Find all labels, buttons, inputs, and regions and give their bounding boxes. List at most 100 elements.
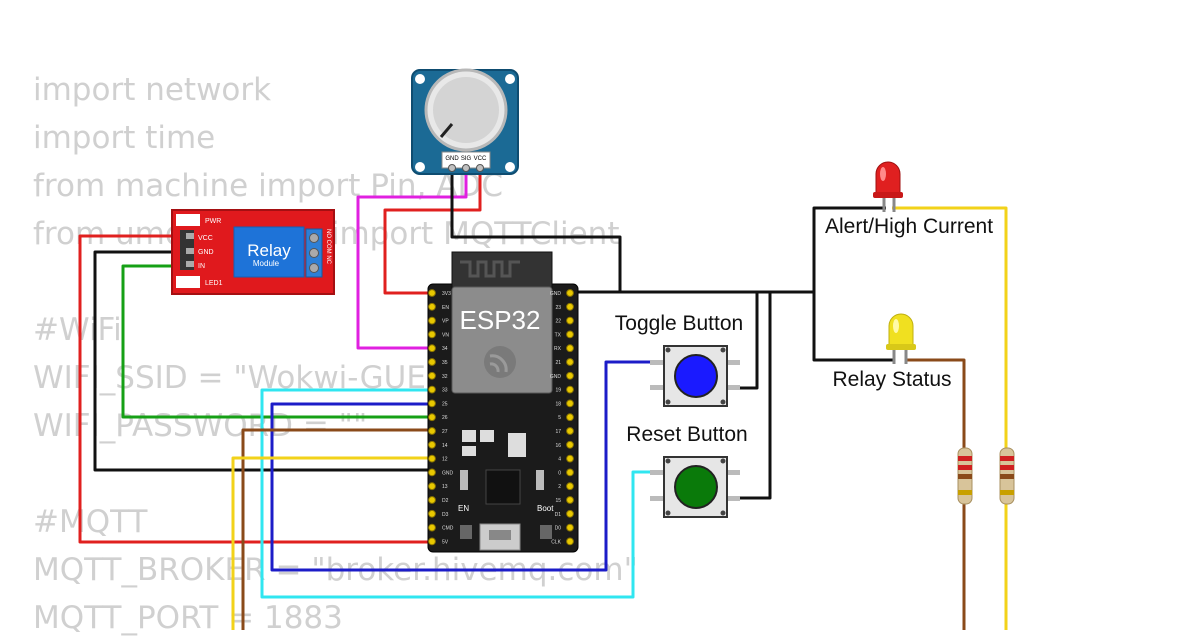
esp32-pin-right[interactable] [566, 454, 574, 463]
wire-yellow-red-led[interactable] [231, 456, 432, 630]
esp32-pin-right[interactable] [566, 468, 574, 477]
esp32-pin-left[interactable] [428, 454, 436, 463]
esp32-pin-left[interactable] [428, 330, 436, 339]
toggle-button[interactable] [650, 345, 740, 407]
wire-black-reset[interactable] [740, 292, 772, 500]
red-led-label: Alert/High Current [825, 215, 993, 238]
esp32-pin-right[interactable] [566, 427, 574, 435]
wire-cyan-reset[interactable] [260, 388, 663, 599]
esp32-pin-label: 4 [558, 457, 561, 463]
wires [78, 172, 1008, 630]
espressif-logo-icon [484, 346, 516, 378]
wire-red-relay-vcc[interactable] [78, 234, 432, 544]
esp32-pin-left[interactable] [428, 289, 436, 297]
esp32-pin-right[interactable] [566, 302, 574, 311]
esp32-pin-right[interactable] [566, 537, 574, 546]
esp32-pin-left[interactable] [428, 302, 436, 311]
esp32-pin-left[interactable] [428, 316, 436, 325]
esp32-pin-right[interactable] [566, 330, 574, 339]
esp32-pin-right[interactable] [566, 385, 574, 394]
relay-sublabel: Module [253, 259, 280, 268]
wire-red-pot-vcc[interactable] [383, 172, 482, 295]
potentiometer[interactable]: GND SIG VCC [411, 68, 519, 175]
pot-knob-indicator [439, 123, 454, 138]
esp32-pin-label: 5 [558, 415, 561, 421]
esp32-pin-label: 18 [555, 401, 561, 407]
esp32-pin-right[interactable] [566, 509, 574, 518]
esp32-label: ESP32 [460, 305, 541, 335]
esp32-pin-right[interactable] [566, 440, 574, 449]
esp32-pin-left[interactable] [428, 440, 436, 449]
esp32-pin-label: 21 [555, 360, 561, 366]
esp32-pin-right[interactable] [566, 371, 574, 380]
wire-black-yellow-led[interactable] [812, 292, 894, 362]
yellow-led-label: Relay Status [832, 368, 951, 391]
esp32-pin-label: 26 [442, 415, 448, 421]
esp32-pin-label: TX [555, 332, 562, 338]
esp32-pin-label: 27 [442, 429, 448, 435]
esp32-pin-left[interactable] [428, 509, 436, 518]
esp32-pin-right[interactable] [566, 496, 574, 504]
esp32-pin-label: 13 [442, 484, 448, 490]
esp32-pin-right[interactable] [566, 344, 574, 353]
esp32-pin-label: D0 [555, 526, 562, 532]
esp32-pin-label: CMD [442, 526, 454, 532]
wire-brown-yellow-led[interactable] [241, 428, 432, 630]
reset-button-cap[interactable] [674, 465, 718, 509]
toggle-button-cap[interactable] [674, 354, 718, 398]
code-line: #WiFi [33, 312, 122, 348]
reset-button[interactable] [650, 456, 740, 518]
esp32-pin-left[interactable] [428, 496, 436, 504]
esp32-pin-left[interactable] [428, 344, 436, 353]
esp32-pin-left[interactable] [428, 385, 436, 394]
esp32-pin-label: 2 [558, 484, 561, 490]
esp32-pin-label: 16 [555, 443, 561, 449]
wire-brown-yellow-led-res[interactable] [906, 358, 966, 630]
relay-pin-in: IN [198, 263, 205, 270]
esp32-pin-label: 17 [555, 429, 561, 435]
esp32-pin-right[interactable] [566, 523, 574, 532]
esp32-pin-label: 12 [442, 457, 448, 463]
toggle-button-label: Toggle Button [615, 312, 743, 335]
esp32-pin-left[interactable] [428, 358, 436, 366]
esp32-pin-label: GND [550, 374, 562, 380]
wire-green-relay-in[interactable] [121, 264, 432, 419]
esp32-pin-left[interactable] [428, 537, 436, 546]
wire-magenta-pot-sig[interactable] [356, 172, 468, 350]
esp32-board[interactable]: ESP32 EN Boot 3V3ENVPVN34353233252627141… [427, 251, 579, 553]
esp32-pin-left[interactable] [428, 413, 436, 422]
wire-black-toggle[interactable] [740, 292, 759, 390]
esp32-pin-label: 22 [555, 319, 561, 325]
esp32-pin-right[interactable] [566, 413, 574, 422]
esp32-pin-left[interactable] [428, 399, 436, 408]
wire-blue-toggle[interactable] [270, 360, 663, 572]
reset-button-label: Reset Button [626, 423, 747, 446]
yellow-led[interactable] [886, 313, 916, 364]
esp32-pin-left[interactable] [428, 482, 436, 491]
esp32-pin-right[interactable] [566, 316, 574, 325]
esp32-pin-label: VP [442, 319, 449, 325]
esp32-pin-right[interactable] [566, 358, 574, 366]
esp32-pin-left[interactable] [428, 427, 436, 435]
code-line: import network [33, 72, 272, 108]
esp32-pin-right[interactable] [566, 289, 574, 297]
esp32-en-label: EN [458, 504, 469, 513]
wire-yellow-red-led-res[interactable] [892, 206, 1008, 630]
resistor-red-led[interactable] [999, 447, 1015, 505]
esp32-pin-right[interactable] [566, 482, 574, 491]
red-led[interactable] [873, 161, 903, 212]
esp32-pin-left[interactable] [428, 468, 436, 477]
esp32-pin-label: RX [554, 346, 562, 352]
relay-pin-led: LED1 [205, 280, 223, 287]
resistor-yellow-led[interactable] [957, 447, 973, 505]
relay-pin-gnd: GND [198, 249, 214, 256]
relay-label: Relay [247, 241, 291, 260]
esp32-pin-label: 34 [442, 346, 448, 352]
code-line: MQTT_BROKER = "broker.hivemq.com" [33, 552, 638, 588]
esp32-pin-label: 25 [442, 401, 448, 407]
wire-black-gnd-bus[interactable] [570, 206, 886, 294]
esp32-pin-left[interactable] [428, 371, 436, 380]
relay-module[interactable]: PWR LED1 VCC GND IN Relay Module NO COM … [171, 209, 335, 295]
esp32-pin-left[interactable] [428, 523, 436, 532]
esp32-pin-right[interactable] [566, 399, 574, 408]
